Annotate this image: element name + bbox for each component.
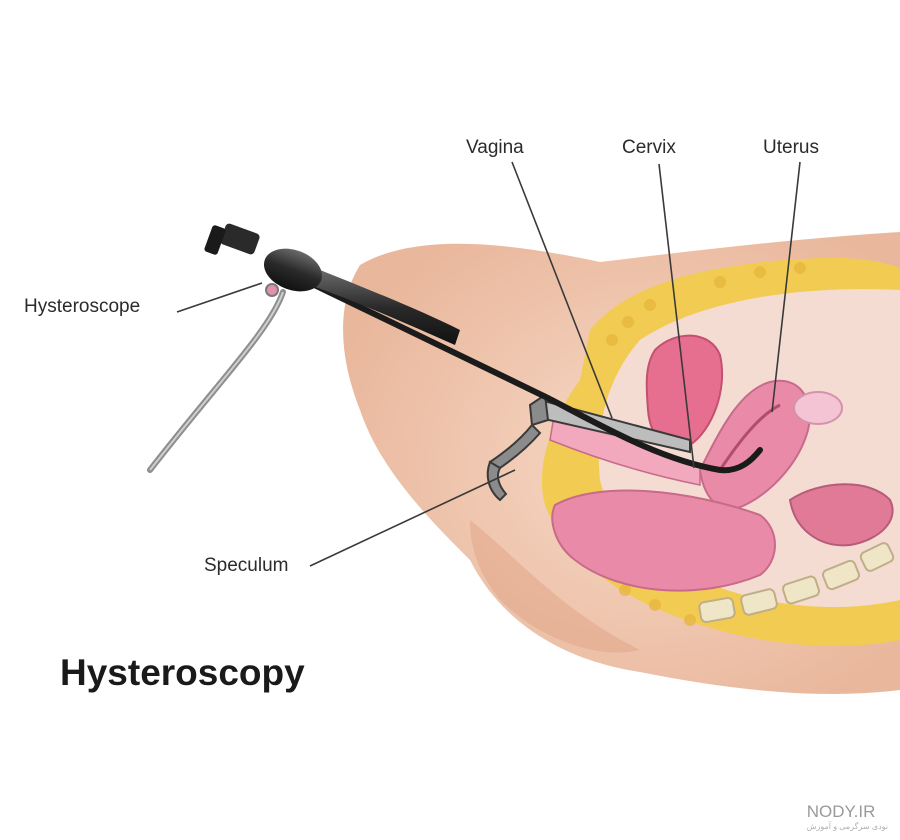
hysteroscope-body [263,248,323,292]
light-cable-highlight [149,291,284,471]
speculum-leader [309,469,516,567]
bowel-loop [788,483,894,547]
label-hysteroscope: Hysteroscope [24,296,141,317]
cervix-leader [658,163,695,469]
hysteroscope-valve [265,283,279,297]
bladder [645,334,724,450]
label-speculum: Speculum [204,555,289,576]
leader-lines [176,161,801,567]
rectum [551,489,776,592]
hysteroscope-shaft [297,275,763,474]
uterine-cavity [718,403,781,471]
hysteroscope-cap [204,225,226,255]
label-cervix: Cervix [622,137,676,158]
label-vagina: Vagina [466,137,524,158]
watermark-brand: NODY.IR [806,802,876,821]
hysteroscope-sheath [310,270,460,345]
label-uterus: Uterus [763,137,819,158]
uterus-leader [771,161,801,413]
spine [698,542,895,624]
vagina-leader [511,161,613,419]
hysteroscope-eyepiece [220,223,260,255]
ovary [793,391,843,425]
diagram-title: Hysteroscopy [60,652,305,693]
hysteroscope-leader [176,282,263,313]
watermark: NODY.IR نودی سرگرمی و آموزش [807,802,888,831]
thigh-shadow [470,520,640,653]
watermark-tagline: نودی سرگرمی و آموزش [806,822,888,831]
